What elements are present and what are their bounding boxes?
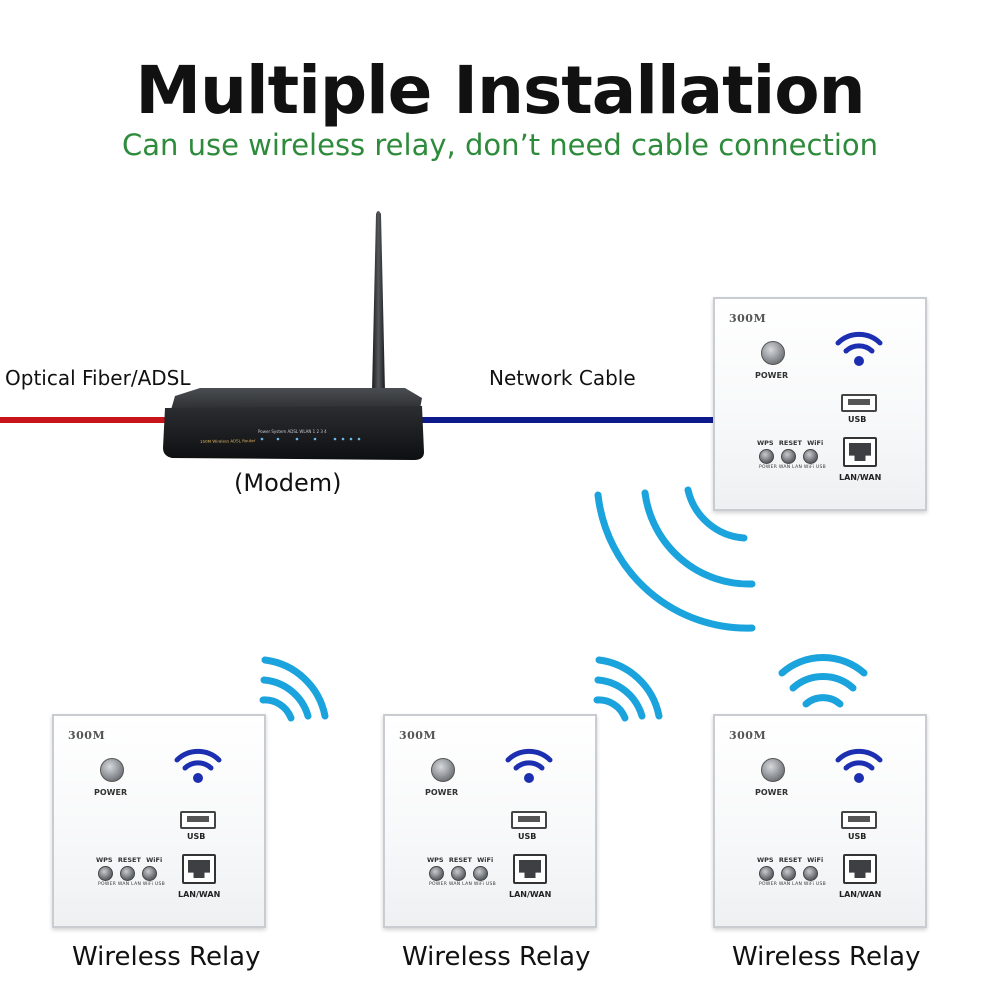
lan-wan-port xyxy=(843,854,877,884)
router-indicators: Power System ADSL WLAN 1 2 3 4 xyxy=(258,429,327,434)
main-access-point-panel: 300M POWER USB WPS RESET WiFi POWER WAN … xyxy=(713,297,927,511)
buttons-label: WPS RESET WiFi xyxy=(757,856,824,864)
lan-wan-label: LAN/WAN xyxy=(178,890,221,899)
power-label: POWER xyxy=(755,788,789,797)
wave-main-medium xyxy=(641,489,756,588)
relay-panel-2: 300M POWER USB WPS RESET WiFi POWER WAN … xyxy=(383,714,597,928)
reset-button xyxy=(120,866,135,881)
wave-main-large xyxy=(594,491,756,632)
relay-caption-2: Wireless Relay xyxy=(402,942,591,972)
label-input: Optical Fiber/ADSL xyxy=(5,366,191,390)
label-network-cable: Network Cable xyxy=(489,366,636,390)
wave-relay1-medium xyxy=(260,676,312,720)
usb-label: USB xyxy=(187,832,206,841)
wave-relay3-medium xyxy=(789,673,857,692)
wave-relay1-large xyxy=(261,656,329,720)
usb-label: USB xyxy=(518,832,537,841)
router-led xyxy=(260,437,264,441)
usb-port xyxy=(511,811,547,829)
panel-model: 300M xyxy=(729,312,767,325)
panel-model: 300M xyxy=(68,729,106,742)
router-led xyxy=(276,437,280,441)
router-model-text: 150M Wireless ADSL Router xyxy=(200,438,256,444)
relay-panel-3: 300M POWER USB WPS RESET WiFi POWER WAN … xyxy=(713,714,927,928)
buttons-label: WPS RESET WiFi xyxy=(757,439,824,447)
led-labels: POWER WAN LAN WiFi USB xyxy=(98,882,166,887)
wifi-button xyxy=(803,866,818,881)
wps-button xyxy=(98,866,113,881)
wave-relay2-small xyxy=(593,696,629,722)
router-led xyxy=(333,437,337,441)
router-led xyxy=(349,437,353,441)
wps-button xyxy=(759,449,774,464)
wifi-icon xyxy=(835,748,883,783)
power-label: POWER xyxy=(94,788,128,797)
panel-model: 300M xyxy=(729,729,767,742)
power-label: POWER xyxy=(755,371,789,380)
lan-wan-label: LAN/WAN xyxy=(839,890,882,899)
router-body-front xyxy=(163,406,424,460)
lan-wan-label: LAN/WAN xyxy=(509,890,552,899)
router-led xyxy=(295,437,299,441)
wave-relay2-medium xyxy=(594,676,646,720)
wifi-icon xyxy=(174,748,222,783)
page-title: Multiple Installation xyxy=(135,52,865,129)
page-subtitle: Can use wireless relay, don’t need cable… xyxy=(121,128,878,162)
router-led xyxy=(341,437,345,441)
wifi-icon xyxy=(505,748,553,783)
lan-wan-port xyxy=(182,854,216,884)
wps-button xyxy=(429,866,444,881)
wave-relay3-small xyxy=(802,694,844,708)
lan-wan-port xyxy=(513,854,547,884)
usb-port xyxy=(180,811,216,829)
led-labels: POWER WAN LAN WiFi USB xyxy=(429,882,497,887)
lan-wan-label: LAN/WAN xyxy=(839,473,882,482)
router-leds xyxy=(260,437,361,441)
relay-caption-1: Wireless Relay xyxy=(72,942,261,972)
usb-port xyxy=(841,394,877,412)
wps-button xyxy=(759,866,774,881)
led-labels: POWER WAN LAN WiFi USB xyxy=(759,465,827,470)
buttons-label: WPS RESET WiFi xyxy=(427,856,494,864)
router-antenna xyxy=(372,211,385,392)
label-modem: (Modem) xyxy=(234,469,342,497)
router-led xyxy=(357,437,361,441)
reset-button xyxy=(451,866,466,881)
power-button xyxy=(761,341,785,365)
wifi-button xyxy=(142,866,157,881)
reset-button xyxy=(781,866,796,881)
power-label: POWER xyxy=(425,788,459,797)
usb-label: USB xyxy=(848,415,867,424)
lan-wan-port xyxy=(843,437,877,467)
relay-caption-3: Wireless Relay xyxy=(732,942,921,972)
wave-main-small xyxy=(684,486,748,542)
wave-relay1-small xyxy=(259,696,295,722)
power-button xyxy=(761,758,785,782)
power-button xyxy=(100,758,124,782)
relay-panel-1: 300M POWER USB WPS RESET WiFi POWER WAN … xyxy=(52,714,266,928)
reset-button xyxy=(781,449,796,464)
buttons-label: WPS RESET WiFi xyxy=(96,856,163,864)
led-labels: POWER WAN LAN WiFi USB xyxy=(759,882,827,887)
usb-label: USB xyxy=(848,832,867,841)
wave-relay2-large xyxy=(595,656,663,720)
panel-model: 300M xyxy=(399,729,437,742)
router-led xyxy=(313,437,317,441)
usb-port xyxy=(841,811,877,829)
power-button xyxy=(431,758,455,782)
wifi-button xyxy=(803,449,818,464)
wifi-icon xyxy=(835,331,883,366)
wifi-button xyxy=(473,866,488,881)
wave-relay3-large xyxy=(778,654,868,677)
